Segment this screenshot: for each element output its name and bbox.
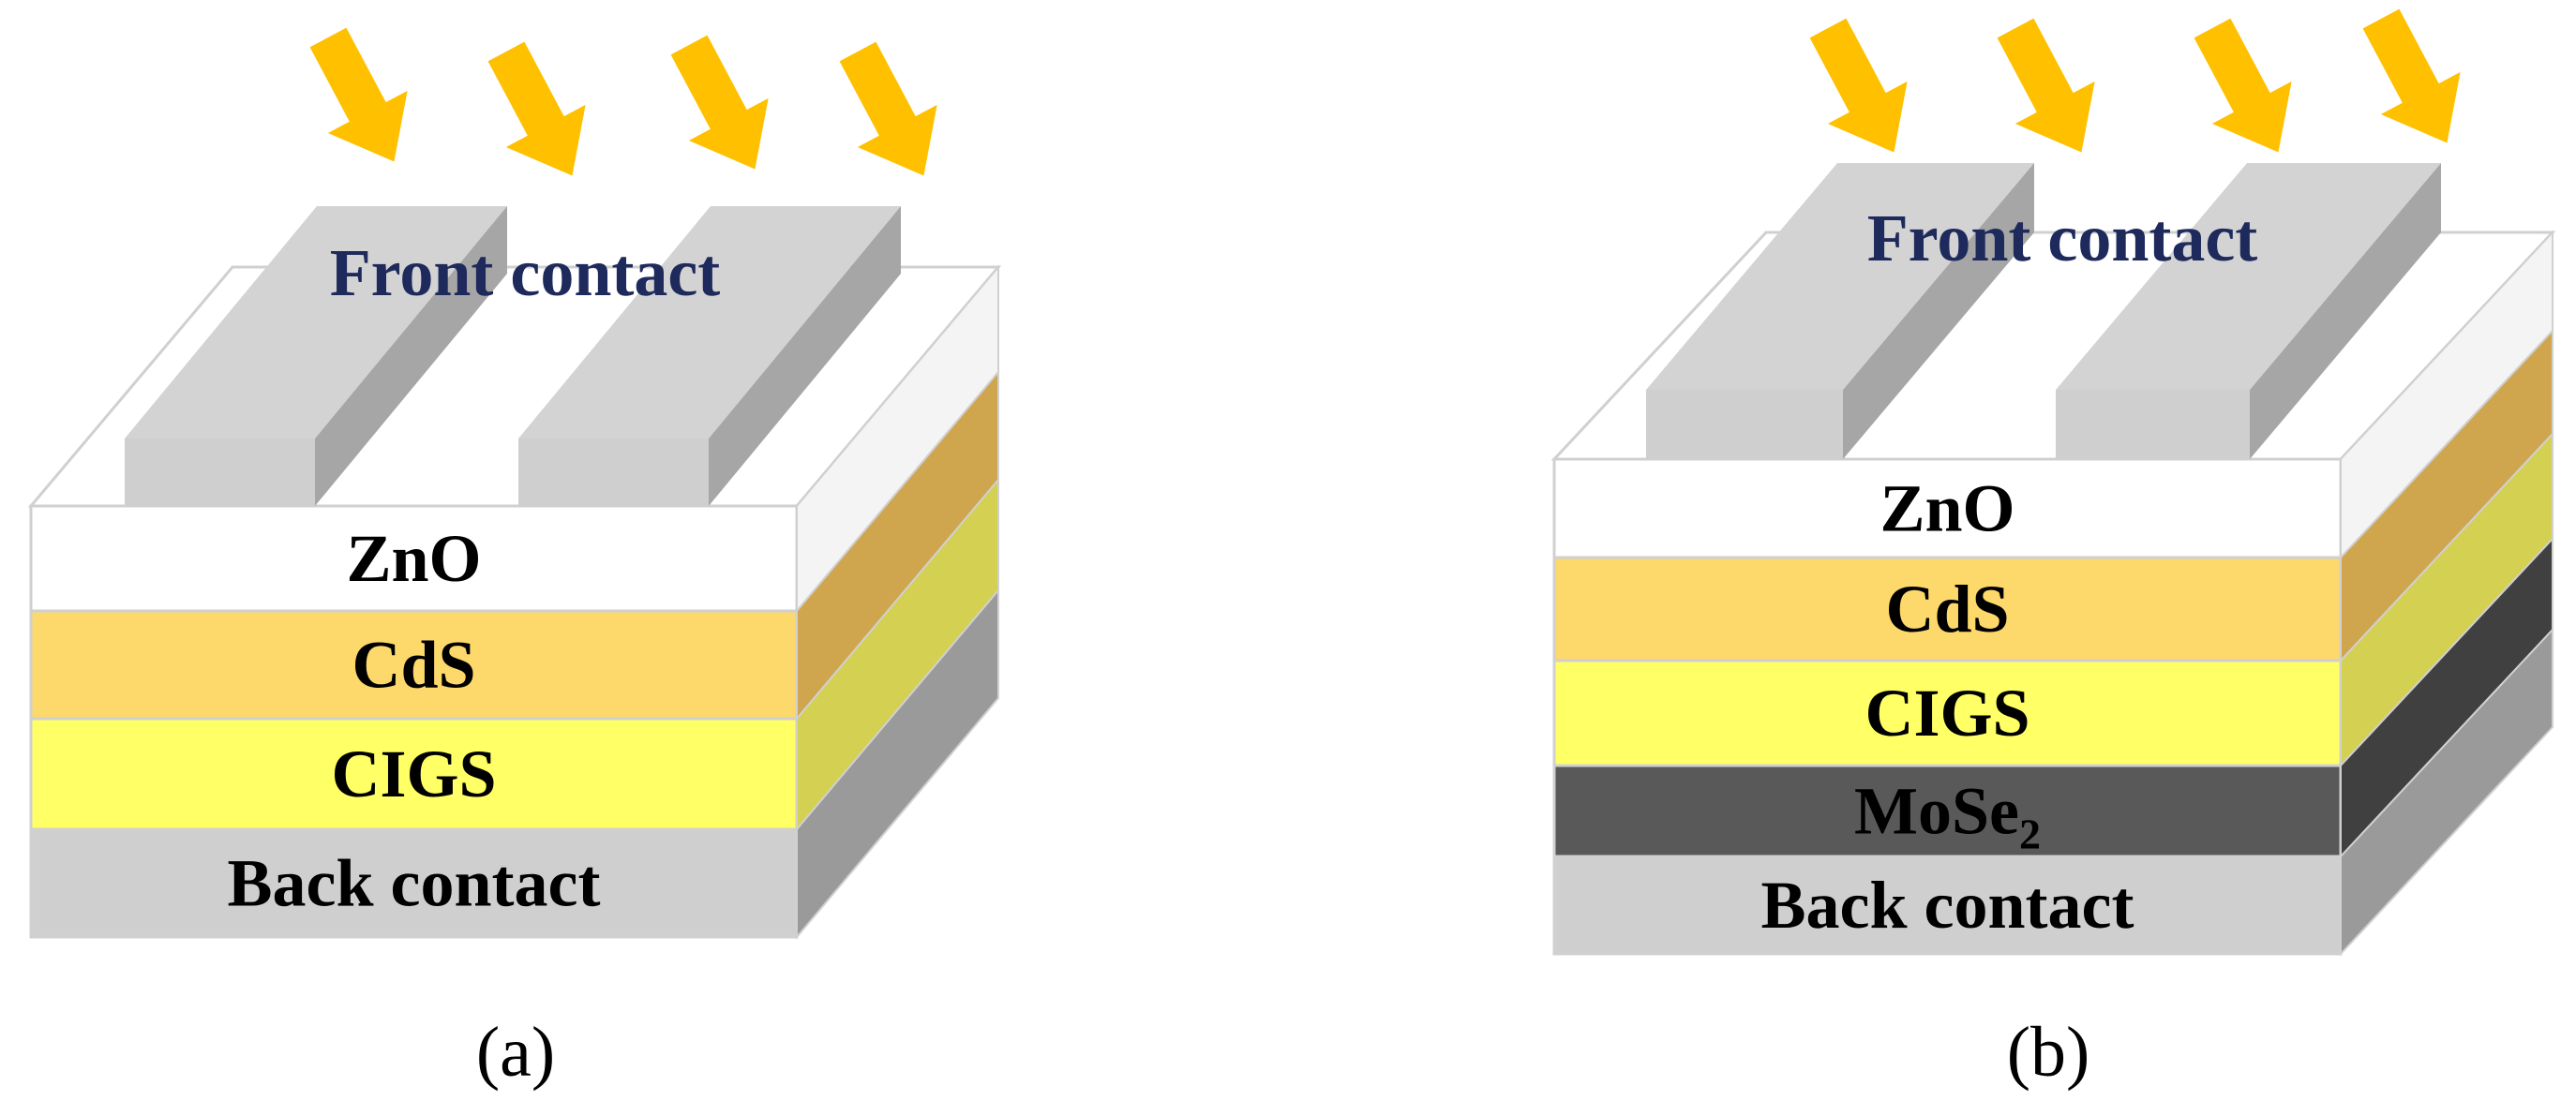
- layer-front-face: [29, 504, 799, 613]
- layer-label: CdS: [1885, 572, 2009, 647]
- layer-side-face: [2340, 627, 2554, 957]
- sunlight-arrow-icon: [670, 35, 769, 170]
- layer-back-contact: Back contact: [1552, 627, 2554, 957]
- layer-back-contact: Back contact: [29, 588, 999, 940]
- sunlight-arrow-icon: [1809, 18, 1908, 153]
- layer-label: MoSe2: [1854, 774, 2041, 858]
- layer-front-face: [1552, 556, 2343, 662]
- sunlight-arrow-icon: [1997, 18, 2095, 153]
- layer-cigs: CIGS: [29, 477, 999, 832]
- layer-front-face: [29, 717, 799, 831]
- front-contact-bar: [125, 206, 507, 506]
- layer-label: ZnO: [346, 521, 481, 596]
- layer-label: CIGS: [1865, 676, 2029, 751]
- layer-label: CdS: [352, 628, 475, 703]
- layer-label: Back contact: [1761, 868, 2134, 943]
- layer-front-face: [29, 827, 799, 939]
- front-contact-bar: [2056, 163, 2441, 459]
- caption-b: (b): [2007, 1013, 2090, 1092]
- layer-label: ZnO: [1880, 471, 2014, 546]
- layer-front-face: [1552, 855, 2343, 956]
- layer-side-face: [796, 588, 999, 940]
- layer-cds: CdS: [1552, 328, 2554, 663]
- layer-cds: CdS: [29, 369, 999, 722]
- sunlight-arrow-icon: [487, 41, 586, 176]
- caption-a: (a): [476, 1013, 555, 1092]
- layer-mose2: MoSe2: [1552, 536, 2554, 859]
- front-contact-label: Front contact: [330, 235, 721, 310]
- sunlight-arrow-icon: [2194, 18, 2292, 153]
- layer-label: Back contact: [228, 846, 601, 921]
- front-contact-label: Front contact: [1867, 201, 2258, 275]
- front-contact-bar: [518, 206, 901, 506]
- sunlight-arrow-icon: [2362, 8, 2461, 143]
- front-contact-bar: [1646, 163, 2034, 459]
- layer-front-face: [1552, 659, 2343, 767]
- layer-front-face: [29, 609, 799, 721]
- layer-zno: ZnO: [1552, 230, 2554, 560]
- layer-cigs: CIGS: [1552, 431, 2554, 768]
- panel-a: ZnO CdS CIGS Back contact Front contact: [27, 27, 1002, 940]
- layer-zno: ZnO: [29, 264, 999, 614]
- sunlight-arrow-icon: [309, 27, 408, 162]
- layer-label: CIGS: [331, 737, 496, 811]
- sunlight-arrow-icon: [839, 41, 937, 176]
